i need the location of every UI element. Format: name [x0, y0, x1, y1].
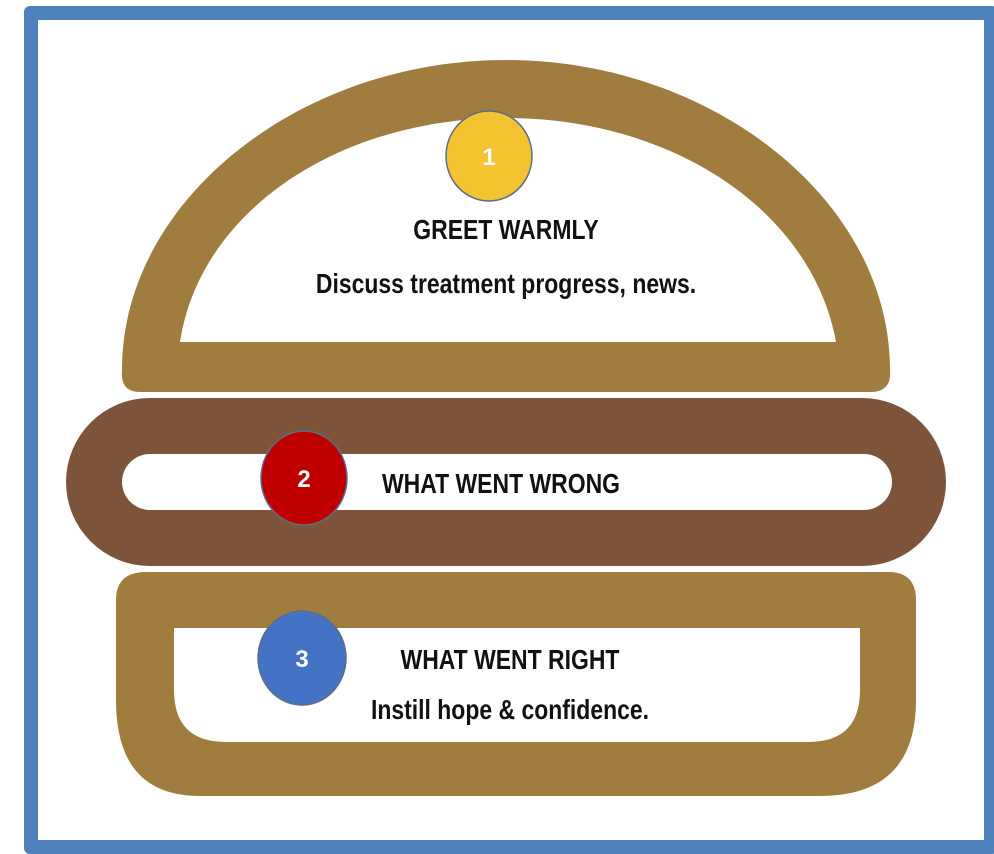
step-2-marker: 2 [260, 430, 348, 526]
step-3-circle [257, 610, 347, 706]
step-1-circle [445, 110, 533, 202]
step-3-subtitle: Instill hope & confidence. [370, 694, 650, 725]
step-3-number: 3 [295, 646, 308, 673]
step-2-circle [260, 430, 348, 526]
step-3-title: WHAT WENT RIGHT [400, 644, 620, 675]
step-1-number: 1 [482, 144, 495, 171]
step-2-title: WHAT WENT WRONG [381, 468, 621, 499]
step-1-title: GREET WARMLY [413, 214, 599, 245]
step-3-marker: 3 [257, 610, 347, 706]
top-bun-inner [180, 118, 836, 342]
step-1-marker: 1 [445, 110, 533, 202]
step-2-number: 2 [297, 466, 310, 493]
step-1-subtitle: Discuss treatment progress, news. [315, 268, 697, 299]
